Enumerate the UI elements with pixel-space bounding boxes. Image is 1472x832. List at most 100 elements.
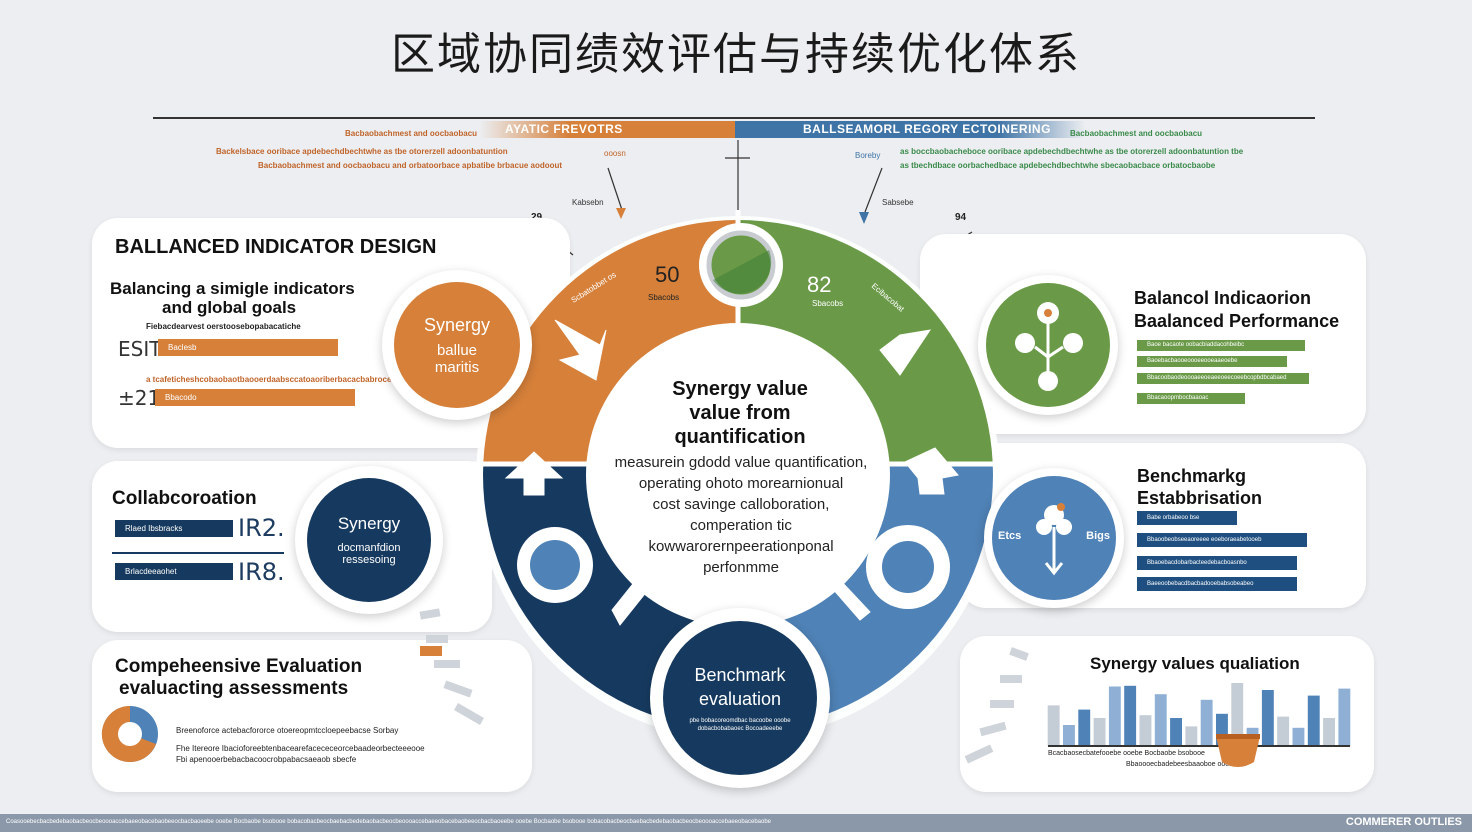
header-orange-line-3: Bacbaobachmest and oocbaobacu and orbato… [258,161,563,170]
benchmark-tiny-text: pbe bobacoreomdbac bacoobe ooobe dobacbo… [689,718,791,732]
header-blue-line-1: Bacbaobachmest and oocbaobacu [1070,129,1203,138]
center-body-line-5: kowwarorernpeerationponal [648,538,834,555]
center-title-line-3: quantification [674,426,806,448]
card1-row2-number: ±21 [118,386,161,410]
card1-bubble-line-2: ballue [436,341,478,359]
right1-bar-1: Baoe bacaote oobacbiaddacohbeibc [1137,340,1305,351]
card2-row1-number: IR2. [238,514,285,542]
card3-line-3: Fbi apenooerbebacbacoocrobpabacsaeaob sb… [176,755,357,764]
callout-left: Kabsebn [572,198,604,207]
card1-bubble: Synergy ballue maritis [382,270,532,420]
right2-heading: Benchmarkg Estabbrisation [1137,465,1262,509]
right2-bar-3: Bbaoebacdobarbacteedebacboasnbo [1137,556,1297,570]
right1-bar-3: Bbacoobaodeoooaeeoeaeeoeecoeebcopbdbcaba… [1137,373,1309,384]
right2-bubble: Etcs Bigs [984,468,1124,608]
card2-row2-number: IR8. [238,558,285,586]
card1-row1-bar: Baclesb [158,339,338,356]
header-orange-label: AYATIC FREVOTRS [505,122,623,136]
chart-bar-15 [1261,690,1274,746]
arrow-in-topleft-icon [554,319,607,381]
footer-band [0,814,1472,832]
right2-icon-label-right: Bigs [1086,530,1110,542]
right2-bar-2: Bbaoobeobseeaoreeee eoeboraeabetooeb [1137,533,1307,547]
card3-donut-icon [101,705,158,762]
header-small-right: Boreby [855,151,881,160]
card3-line-2: Fhe Itereore Ibacioforeebtenbacearefacec… [176,744,425,753]
chart-baseline [1048,745,1350,747]
card2-heading: Collabcoroation [112,488,257,509]
chart-bar-20 [1338,688,1351,746]
tick-top-left: 29 [531,212,542,223]
page-title: 区域协同绩效评估与持续优化体系 [391,29,1081,80]
center-title-line-2: value from [689,402,791,424]
chart-bar-11 [1200,699,1213,746]
arrow-blue-icon [859,212,869,224]
card3-line-1: Breenoforce actebacfororce otoereopmtccl… [176,726,399,735]
card2-bubble-line-1: Synergy [337,514,401,533]
footer-left-text: Coasooebecbacbedebaobacbeocbeoooaccebaee… [6,819,772,825]
chart-bar-3 [1078,709,1091,746]
arrow-diag-bl-icon [611,574,649,626]
center-title-line-1: Synergy value [672,378,808,400]
chart-bar-9 [1170,718,1182,746]
chart-bar-10 [1185,726,1198,746]
right2-icon-label-left: Etcs [998,530,1022,542]
right3-caption-2: Bbaoooecbadebeesbaaoboe ooeaocb [1126,761,1245,768]
card2-row2-bar: Brlacdeeaohet [115,563,233,580]
card1-bubble-line-3: maritis [434,358,480,376]
ring-orange-sub: Sbacobs [648,293,680,302]
right1-bubble [978,275,1118,415]
chart-bar-2 [1063,725,1075,746]
center-body-line-1: measurein gdodd value quantification, [614,454,868,471]
chart-bar-18 [1307,695,1320,746]
benchmark-title-line-2: evaluation [698,689,782,709]
benchmark-bubble: Benchmark evaluation pbe bobacoreomdbac … [650,608,830,788]
center-body-line-3: cost savinge calloboration, [652,496,830,513]
arrow-orange-icon [616,208,626,219]
right-stripes-decoration [964,647,1029,764]
chart-bar-5 [1108,686,1121,746]
right2-heading-line-1: Benchmarkg [1137,466,1247,486]
right1-heading-line-1: Balancol Indicaorion [1134,288,1312,308]
orange-bowl-icon [1216,734,1260,767]
header-bar-orange [480,121,735,138]
tick-top-right: 94 [955,212,967,223]
center-body: measurein gdodd value quantification, op… [596,452,886,578]
card2-bubble: Synergy docmanfdion ressesoing [295,466,443,614]
arrow-up-right-icon [904,447,959,495]
footer-right-text: COMMERER OUTLIES [1345,816,1462,828]
chart-bar-12 [1216,713,1228,746]
card1-subheading-line-1: Balancing a simigle indicators [110,279,355,298]
benchmark-title-line-1: Benchmark [694,665,786,685]
synergy-bar-chart [1047,683,1351,746]
card1-row2-bar: Bbacodo [155,389,355,406]
card1-row1-number: ESIT [118,337,162,361]
chart-bar-16 [1277,716,1290,746]
card2-bubble-line-3: ressesoing [342,554,396,566]
chart-bar-1 [1047,705,1060,746]
right3-heading: Synergy values qualiation [1090,654,1300,673]
card1-heading: BALLANCED INDICATOR DESIGN [115,236,437,258]
right1-bar-4: Bbacaoopmbocbaaoac [1137,393,1245,404]
right2-heading-line-2: Estabbrisation [1137,488,1263,508]
chart-bar-19 [1323,718,1335,746]
header-orange-line-2: Backelsbace ooribace apdebechdbechtwhe a… [216,147,508,156]
header-orange-line-1: Bacbaobachmest and oocbaobacu [345,129,478,138]
center-body-line-6: perfonmme [703,559,779,576]
ring-green-sub: Sbacobs [812,299,844,308]
right1-bar-2: Baoebacbaooeoooeeooeaaeoebe [1137,356,1287,367]
arrow-in-topright-icon [879,329,932,376]
benchmark-tree-icon [1036,503,1072,576]
center-body-line-4: comperation tic [690,517,792,534]
card1-bubble-line-1: Synergy [423,314,491,335]
card-synergy-values [960,636,1374,792]
right2-bar-4: Baeeoobebacdbacbadooebabsobeabeo [1137,577,1297,591]
chart-bar-17 [1292,727,1305,746]
card1-row2-lead: a tcafeticheshcobaobaotbaooerdaabsccatoa… [146,375,392,384]
balance-tree-icon [1015,302,1083,391]
card1-caption: Fiebacdearvest oerstoosebopabacatiche [146,322,301,331]
title-rule [153,117,1315,119]
right1-heading: Balancol Indicaorion Baalanced Performan… [1134,287,1339,333]
chart-bar-6 [1124,685,1137,746]
